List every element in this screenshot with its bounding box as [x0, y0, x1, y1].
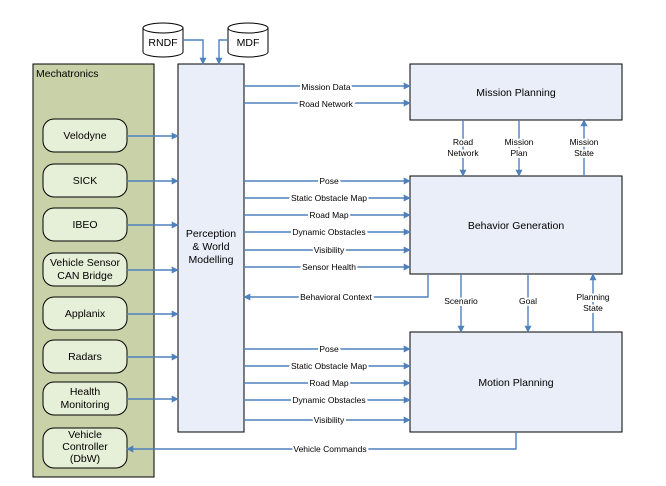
velodyne-label: Velodyne — [63, 130, 106, 142]
vehicle-sensor-can-bridge-node: Vehicle Sensor CAN Bridge — [42, 252, 128, 287]
edge-pose-mp-label: Pose — [319, 344, 339, 354]
vscb-label-line2: CAN Bridge — [57, 270, 113, 282]
rndf-database: RNDF — [142, 22, 184, 58]
vc-label-line3: (DbW) — [70, 453, 100, 465]
vc-label-line2: Controller — [62, 441, 108, 453]
edge-scenario-label: Scenario — [444, 296, 478, 306]
ibeo-node: IBEO — [42, 207, 128, 242]
edge-road-map-mp-label: Road Map — [309, 378, 348, 388]
velodyne-node: Velodyne — [42, 118, 128, 153]
edge-goal-label: Goal — [519, 296, 537, 306]
edge-visibility-mp-label: Visibility — [314, 415, 345, 425]
mission-planning-label: Mission Planning — [476, 87, 556, 99]
mdf-label: MDF — [237, 37, 260, 49]
perception-label-line2: & World — [192, 241, 229, 253]
mdf-database: MDF — [227, 22, 269, 58]
edge-planning-state-label-2: State — [583, 303, 603, 313]
edge-mission-data-label: Mission Data — [301, 82, 350, 92]
vehicle-controller-node: Vehicle Controller (DbW) — [42, 427, 128, 469]
behavior-generation-label: Behavior Generation — [468, 220, 564, 232]
edge-behavioral-context-label: Behavioral Context — [300, 292, 372, 302]
motion-planning-node: Motion Planning — [409, 331, 623, 433]
edge-dynamic-obstacles-mp-label: Dynamic Obstacles — [292, 395, 365, 405]
road-network-down-label-2: Network — [447, 148, 479, 158]
radars-node: Radars — [42, 339, 128, 374]
applanix-label: Applanix — [65, 308, 106, 320]
radars-label: Radars — [68, 351, 102, 363]
edge-sensor-health-label: Sensor Health — [302, 262, 356, 272]
mission-planning-node: Mission Planning — [409, 63, 623, 121]
mechatronics-label: Mechatronics — [36, 68, 98, 80]
motion-planning-label: Motion Planning — [478, 377, 553, 389]
rndf-label: RNDF — [148, 37, 177, 49]
mission-state-label-2: State — [574, 148, 594, 158]
applanix-node: Applanix — [42, 296, 128, 331]
edge-visibility-bg-label: Visibility — [314, 245, 345, 255]
behavior-generation-node: Behavior Generation — [409, 175, 623, 275]
mission-plan-label-1: Mission — [505, 137, 534, 147]
edge-dynamic-obstacles-bg-label: Dynamic Obstacles — [292, 227, 365, 237]
perception-label-line1: Perception — [186, 228, 236, 240]
vscb-label-line1: Vehicle Sensor — [50, 257, 121, 269]
perception-node: Perception & World Modelling — [177, 63, 245, 433]
sick-label: SICK — [73, 175, 98, 187]
sick-node: SICK — [42, 163, 128, 198]
edge-planning-state-label-1: Planning — [576, 292, 609, 302]
health-label-line1: Health — [70, 386, 101, 398]
road-network-down-label-1: Road — [453, 137, 474, 147]
vc-label-line1: Vehicle — [68, 429, 102, 441]
mission-plan-label-2: Plan — [510, 148, 527, 158]
perception-label-line3: Modelling — [189, 254, 234, 266]
edge-vehicle-commands-label: Vehicle Commands — [293, 444, 366, 454]
edge-vehicle-commands — [126, 432, 517, 453]
edge-road-map-bg-label: Road Map — [309, 210, 348, 220]
edge-rndf-perception — [183, 39, 207, 65]
ibeo-label: IBEO — [72, 219, 97, 231]
edge-road-network-label: Road Network — [299, 99, 354, 109]
health-monitoring-node: Health Monitoring — [42, 381, 128, 416]
edge-behavioral-context — [243, 274, 429, 301]
edge-pose-bg-label: Pose — [319, 176, 339, 186]
edge-mdf-perception — [215, 39, 228, 65]
mission-state-label-1: Mission — [570, 137, 599, 147]
edge-static-map-mp-label: Static Obstacle Map — [291, 361, 367, 371]
edge-static-map-bg-label: Static Obstacle Map — [291, 193, 367, 203]
health-label-line2: Monitoring — [60, 399, 109, 411]
